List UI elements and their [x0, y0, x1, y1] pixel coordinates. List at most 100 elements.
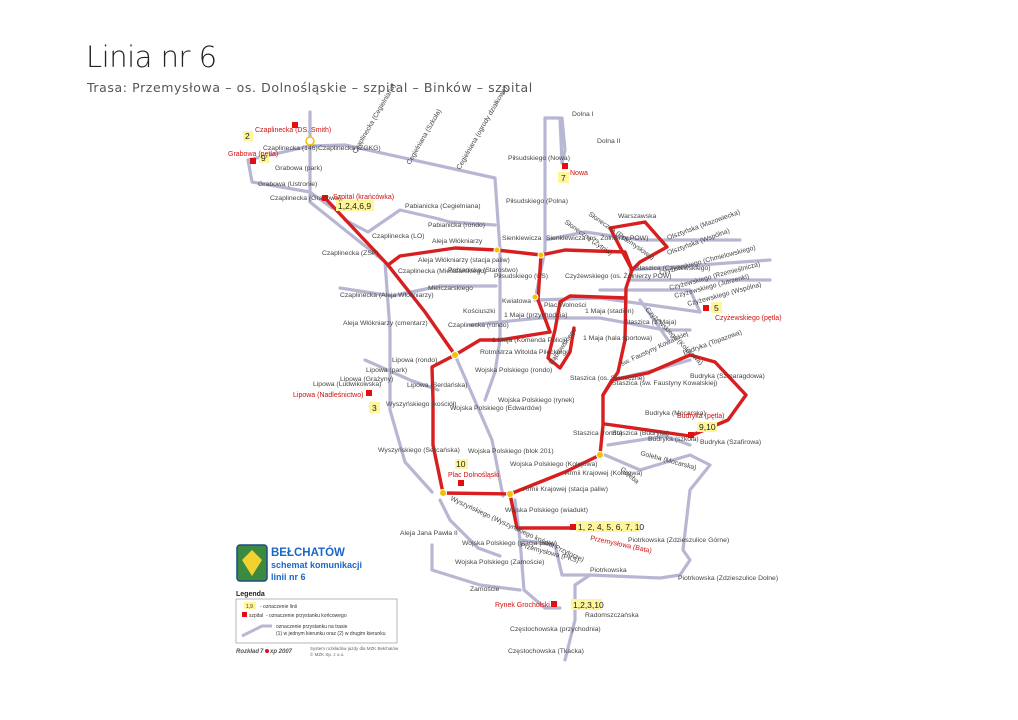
stop-label: Staszica (św. Faustyny Kowalskiej) [612, 380, 717, 387]
stop-label: Częstochowska (przychodnia) [510, 626, 601, 633]
stop-label: Staszica (os. Słoneczne) [570, 375, 645, 382]
stop-label: Staszica (Czyżewskiego) [635, 265, 711, 272]
city-logo: BEŁCHATÓW schemat komunikacji linii nr 6 [236, 544, 362, 582]
stop-label: Czaplinecka (Mielczarskiego) [398, 268, 486, 275]
stop-label: Czyżewskiego (os. Żołnierzy POW) [565, 271, 672, 280]
stop-label: Pabianicka (Cegielniana) [405, 203, 481, 210]
stop-label: Czaplinecka (146) [263, 145, 318, 152]
route-segment [508, 453, 602, 496]
badge-lipowa: 3 [372, 403, 377, 413]
stop-label: Zamoście [470, 586, 500, 593]
stop-label: Lipowa (Grażyny) [340, 376, 393, 383]
stop-label: Cegielniana (Szkoła) [406, 108, 443, 166]
badge-rynek: 1,2,3,10 [573, 600, 604, 610]
network-line [438, 498, 502, 558]
stop-label: Aleja Włókniarzy (cmentarz) [343, 320, 428, 327]
stop-label: 1 Maja (hala sportowa) [583, 335, 652, 342]
stop-label: 1 Maja (stadion) [585, 308, 634, 315]
stop-label: Szpital (krańcówka) [333, 194, 394, 201]
network-line [383, 260, 434, 494]
stop-label: Dolna I [572, 111, 594, 118]
stop-label: Kościuszki [463, 308, 496, 315]
route-segment [546, 294, 628, 370]
stop-marker-flag [562, 163, 568, 169]
stop-marker-flag [292, 122, 298, 128]
route-subtitle: Trasa: Przemysłowa – os. Dolnośląskie – … [87, 80, 533, 95]
legend-dir-desc-1: oznaczenie przystanku na trasie [276, 624, 348, 630]
stop-label: Wyszyńskiego (Sercańska) [378, 447, 460, 454]
network-line [628, 258, 772, 272]
stop-label: Armii Krajowej (Kolejowa) [565, 470, 642, 477]
badge-czaplinecka: 2 [245, 131, 250, 141]
stop-label: Armii Krajowej (stacja paliw) [523, 486, 608, 493]
stop-label: Cegielniana (ogrody działkowe) [456, 85, 509, 171]
badge-nowa: 7 [561, 173, 566, 183]
logo-line1: schemat komunikacji [271, 560, 362, 570]
stop-label: Staszica (rondo) [573, 430, 623, 437]
stop-label: Sienkiewicza [502, 235, 542, 242]
legend: Legenda 1,9 - oznaczenie linii szpital -… [235, 591, 398, 644]
transfer-point [439, 489, 447, 497]
stop-label: Nowa [570, 170, 588, 177]
network-line [518, 538, 592, 577]
stop-label: Piotrkowska (Zdzieszulice Górne) [628, 537, 729, 544]
stop-label: Pabianicka (rondo) [428, 222, 485, 229]
stop-marker-flag [703, 305, 709, 311]
route-segment [508, 492, 577, 530]
footer-dot [265, 649, 269, 653]
stop-label: Czaplinecka (Aleja Włókniarzy) [340, 292, 434, 299]
transfer-point [506, 490, 514, 498]
transfer-point [537, 251, 545, 259]
stop-label: Czaplinecka (LO) [372, 233, 425, 240]
stop-label: Lipowa (park) [366, 367, 407, 374]
transfer-point [451, 351, 459, 359]
stop-label: Wojska Polskiego (blok 201) [468, 448, 554, 455]
stop-label: Aleja Włókniarzy [432, 238, 483, 245]
stop-label: Budryka (Szafirowa) [700, 439, 761, 446]
badge-szpital: 1,2,4,6,9 [338, 201, 371, 211]
network-line [638, 298, 670, 342]
stop-label: Wojska Polskiego (Edwardów) [450, 405, 542, 412]
stop-label: Wojska Polskiego (wiadukt) [505, 507, 588, 514]
network-line [598, 288, 702, 314]
network-line [483, 248, 502, 402]
route-segment [323, 196, 457, 357]
stop-label: Sienkiewicza (os. Żołnierzy POW) [546, 233, 648, 242]
stop-marker-flag [458, 480, 464, 486]
stop-label: Kwiatowa [502, 298, 531, 305]
stop-label: Pabianicka (Starostwo) [448, 267, 518, 274]
route-segment [430, 353, 512, 496]
stop-label: Czaplinecka (rondo) [448, 322, 509, 329]
map-footer: Rozkład 7 xp 2007 System rozkładów jazdy… [236, 646, 399, 657]
network-line [363, 358, 440, 392]
badge-budryka: 9,10 [699, 422, 716, 432]
stop-label: 1 Maja (przychodnia) [504, 312, 567, 319]
stop-label: Rotmistrza Witolda Pileckiego [480, 349, 570, 356]
route-segment [601, 220, 669, 397]
stop-label: Wojska Polskiego (Kolejowa) [510, 461, 598, 468]
stop-label: Budryka (Szmaragdowa) [690, 373, 765, 380]
line-badges: 2 9 1,2,4,6,9 7 3 5 9,10 10 1, 2, 4, 5, … [243, 131, 722, 610]
stop-label: Lipowa (Nadleśnictwo) [293, 392, 363, 399]
network-line [246, 158, 334, 210]
badge-przemyslowa: 1, 2, 4, 5, 6, 7, 10 [578, 522, 644, 532]
stop-label: Grabowa (park) [275, 165, 322, 172]
stop-label: Wyszyńskiego (kościół) [386, 401, 457, 408]
stop-marker-flag [322, 195, 328, 201]
stop-marker-flag [250, 158, 256, 164]
stop-label: 1 Maja (Komenda Policji) [492, 337, 568, 344]
legend-stop-example: szpital [249, 613, 263, 619]
stop-marker-flag [366, 390, 372, 396]
footer-credit-1: System rozkładów jazdy dla MZK Bełchatów [310, 646, 399, 651]
network-line [606, 434, 692, 447]
stop-label: Piłsudskiego (US) [494, 273, 548, 280]
network-line [338, 284, 498, 298]
badge-czyzewskiego: 5 [714, 303, 719, 313]
stop-label: Piotrkowska (Zdzieszulice Dolne) [678, 575, 778, 582]
network-line [343, 208, 497, 234]
stop-label: Piłsudskiego (Nowa) [508, 155, 570, 162]
stop-label: Grabowa (pętla) [228, 151, 278, 158]
transfer-points [305, 136, 604, 498]
stop-label: Dolna II [597, 138, 621, 145]
